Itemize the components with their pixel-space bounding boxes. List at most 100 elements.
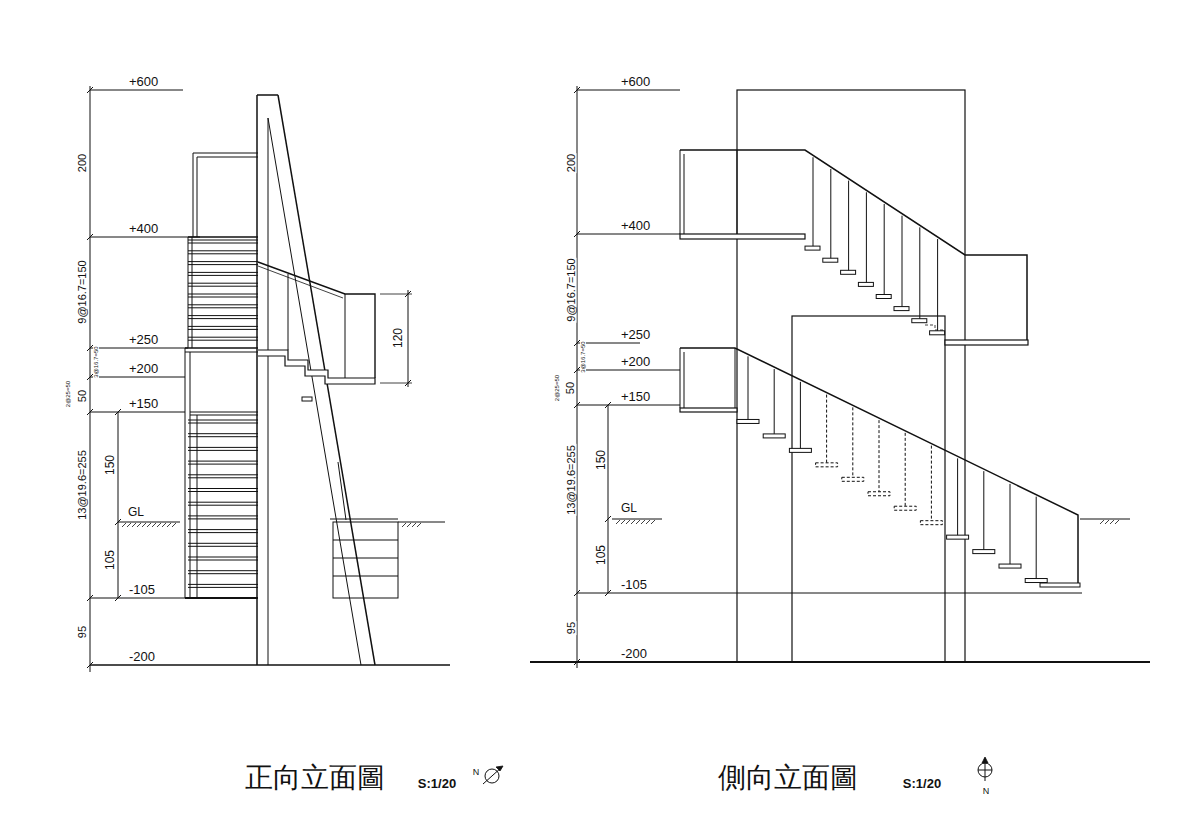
dimension-tick <box>574 87 580 93</box>
elevation-label: +600 <box>620 75 651 88</box>
railing-post <box>193 153 194 237</box>
dimension-text: 13@19.6=255 <box>77 449 88 521</box>
ground-hatch <box>631 520 635 524</box>
railing-post <box>957 458 958 535</box>
landing-slab <box>945 340 1028 345</box>
stair-tread <box>912 319 927 323</box>
drawing-title: 側向立面圖 <box>717 764 859 792</box>
dimension-tick <box>87 662 93 668</box>
dimension-text: 200 <box>77 153 88 173</box>
dimension-text: 2@25=50 <box>554 374 560 402</box>
stair-tread <box>999 564 1021 568</box>
stair-tread <box>188 272 258 273</box>
ground-hatch <box>127 523 131 527</box>
ground-hatch <box>412 523 416 527</box>
railing <box>197 157 258 158</box>
handrail <box>680 348 1078 583</box>
railing-post <box>684 352 685 408</box>
strut <box>268 118 361 665</box>
ground-line <box>90 664 450 666</box>
landing <box>190 415 258 416</box>
level-line <box>90 377 185 378</box>
railing-post <box>800 382 801 449</box>
stair-tread <box>894 307 909 311</box>
railing-post <box>902 216 903 307</box>
railing-post <box>931 446 932 521</box>
dimension-tick <box>87 595 93 601</box>
landing-slab <box>680 408 737 412</box>
dimension-text: 2@25=50 <box>65 380 71 408</box>
stair-tread <box>188 573 258 574</box>
stair-tread <box>188 240 258 241</box>
north-arrow <box>496 766 503 771</box>
ground-hatch <box>157 523 161 527</box>
stair-tread <box>805 246 820 250</box>
stair-tread <box>188 420 258 421</box>
stair-tread <box>188 286 258 287</box>
north-arrow <box>483 767 502 784</box>
stair-tread <box>188 340 258 341</box>
railing-post <box>1010 484 1011 564</box>
railing-post <box>748 356 749 419</box>
stair-tread <box>188 584 258 585</box>
dimension-tick <box>574 231 580 237</box>
railing <box>193 153 258 154</box>
handrail <box>258 262 375 378</box>
ground-hatch <box>147 523 151 527</box>
ground-hatch <box>142 523 146 527</box>
stringer <box>192 237 193 348</box>
stair-tread <box>188 307 258 308</box>
ground-level-line <box>612 519 662 520</box>
stair-tread <box>920 521 942 525</box>
ground-hatch <box>122 523 126 527</box>
ground-hatch <box>152 523 156 527</box>
stair-tread <box>737 419 759 423</box>
ground-level-line <box>1080 519 1130 520</box>
ground-hatch <box>616 520 620 524</box>
railing-post <box>774 369 775 434</box>
north-arrow <box>978 770 992 771</box>
dimension-text: 150 <box>595 449 607 471</box>
stair-tread <box>188 253 258 254</box>
dimension-tick <box>405 291 411 297</box>
dimension-text: 200 <box>566 153 577 173</box>
ground-hatch <box>162 523 166 527</box>
ground-hatch <box>417 523 421 527</box>
stair-tread <box>823 258 838 262</box>
stair-tread <box>947 535 969 539</box>
stair-tread <box>973 550 995 554</box>
stair-tread <box>188 488 258 489</box>
stair-tread <box>188 329 258 330</box>
floor-slab <box>185 597 258 599</box>
elevation-label: +400 <box>620 219 651 232</box>
elevation-label: -105 <box>128 583 156 596</box>
ground-hatch <box>167 523 171 527</box>
dimension-tick <box>574 590 580 596</box>
elevation-label: +150 <box>620 390 651 403</box>
dimension-text: 3@16.7=50 <box>93 345 99 378</box>
stair-tread <box>188 532 258 533</box>
dimension-text: 95 <box>77 625 88 639</box>
level-line <box>90 412 185 413</box>
railing-post <box>826 395 827 463</box>
elevation-label: +400 <box>128 222 159 235</box>
dimension-tick <box>115 409 121 415</box>
ground-hatch <box>172 523 176 527</box>
railing-post <box>983 471 984 549</box>
dimension-tick <box>605 516 611 522</box>
ground-hatch <box>646 520 650 524</box>
stair-tread <box>188 447 258 448</box>
stair-tread <box>188 557 258 558</box>
dimension-text: 9@16.7=150 <box>566 257 577 322</box>
landing <box>190 412 258 413</box>
handrail <box>680 150 1027 340</box>
ground-level-line <box>398 522 445 523</box>
wall-outline <box>792 316 945 662</box>
railing-post <box>288 274 289 350</box>
stair-tread <box>930 331 945 335</box>
stair-tread <box>188 318 258 319</box>
ground-hatch <box>407 523 411 527</box>
stair-tread <box>188 297 258 298</box>
landing <box>188 236 258 238</box>
